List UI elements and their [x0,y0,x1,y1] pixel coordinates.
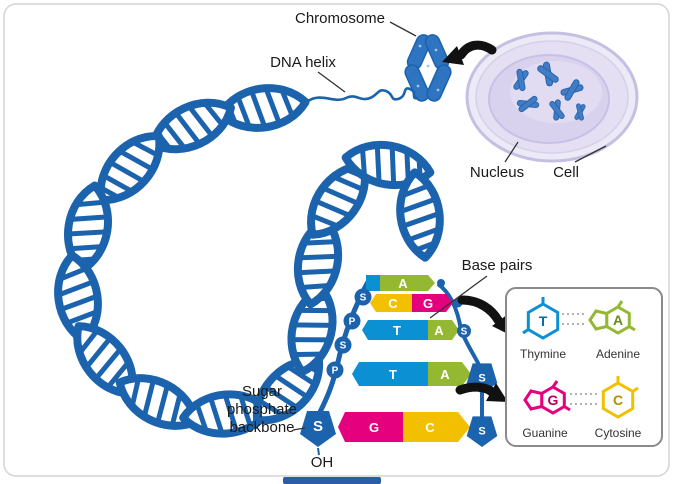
label-base-pairs: Base pairs [462,257,533,274]
cropped-logo-bar [283,477,381,484]
rung-3: S T A [362,320,471,340]
sugar-unit-label: S [340,341,347,352]
hydrogen-bond-dots [562,313,586,325]
inset-base-pairs-panel: T A Thymine Adenine G C [505,287,663,447]
base-pair-ladder: A C G S T A T A G [300,275,498,471]
thymine-name: Thymine [520,347,566,361]
label-dna-helix: DNA helix [270,54,336,71]
rung-4: T A [352,362,471,386]
base-letter: A [398,276,408,291]
base-letter: A [440,367,450,382]
base-letter: T [393,323,401,338]
cytosine-ring [601,376,639,419]
base-letter: C [388,296,398,311]
dna-helix [49,79,448,442]
arrow-basepairs-to-inset-bottom [455,382,508,402]
sugar-unit-label: S [461,327,468,338]
sugar-unit-label: S [360,293,367,304]
guanine-letter: G [548,392,559,408]
rung-1: A [366,275,445,291]
base-letter: T [389,367,397,382]
arrow-cell-to-chromosome [442,40,497,65]
left-rail-units: S P S P [326,288,372,379]
sugar-pentagon-large: S [300,411,336,447]
chromosome [404,34,452,102]
guanine-ring [523,380,571,415]
rung-5: G C [338,412,470,442]
phosphate-unit-label: P [332,366,339,377]
cell-illustration [465,31,639,163]
chromosome-texture [416,44,440,92]
oh-bond-line [317,447,320,456]
base-letter: C [425,420,435,435]
phosphate-unit-label: P [349,317,356,328]
sugar-unit-label: S [478,372,485,384]
adenine-letter: A [613,312,623,328]
base-letter: G [369,420,379,435]
svg-text:phosphate: phosphate [227,401,297,418]
svg-text:Sugar: Sugar [242,383,282,400]
cytosine-letter: C [613,392,623,408]
sugar-pentagon-right-2: S [466,416,498,447]
label-chromosome: Chromosome [295,10,385,27]
label-sugar-phosphate-backbone: Sugar phosphate backbone [227,383,297,436]
label-cell: Cell [553,164,579,181]
sugar-unit-label: S [313,418,323,435]
svg-text:backbone: backbone [229,419,294,436]
sugar-unit-label: S [478,425,485,437]
guanine-name: Guanine [522,426,568,440]
base-letter: A [434,323,444,338]
leader-lines [292,21,607,431]
thymine-ring [522,297,560,340]
base-letter: G [423,296,433,311]
label-nucleus: Nucleus [470,164,524,181]
cytosine-name: Cytosine [595,426,642,440]
hydroxyl-label: OH [311,454,334,471]
dna-thin-strand [307,87,419,103]
rung-2: C G [370,294,463,312]
adenine-ring [588,300,636,335]
thymine-letter: T [539,313,548,329]
adenine-name: Adenine [596,347,640,361]
